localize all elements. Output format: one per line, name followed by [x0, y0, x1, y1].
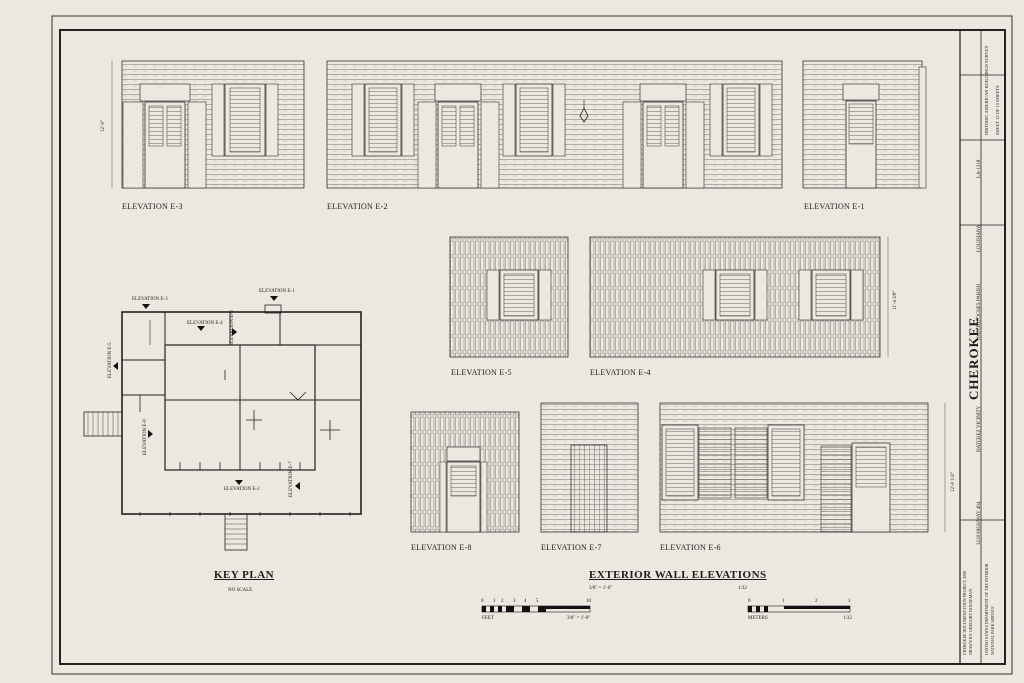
project-credit: CHEROKEE DOCUMENTATION PROJECT, 2006	[962, 570, 967, 655]
exterior-wall-elevations-title: EXTERIOR WALL ELEVATIONS	[589, 569, 767, 581]
drawn-by: DRAWN BY: GREGORY HOLDEMAN	[968, 589, 973, 655]
e3-height-dimension: 12'-0"	[101, 119, 106, 132]
location-line-2: NATCHITOCHES PARISH	[977, 283, 982, 340]
key-plan-tag-e5: ELEVATION E-5	[108, 342, 113, 378]
metric-unit-label: METERS	[748, 616, 768, 621]
key-plan-tag-e6: ELEVATION E-6	[230, 310, 235, 346]
elevation-e7-label: ELEVATION E-7	[541, 543, 602, 552]
imperial-ratio-top: 3/8" = 1'-0"	[589, 586, 613, 591]
location-line-1: NATCHEZ VICINITY	[977, 405, 982, 452]
outer-border	[51, 15, 1013, 675]
elevation-e2-drawing	[326, 60, 783, 189]
metric-scale-bar	[747, 605, 851, 613]
inner-border	[59, 29, 1006, 665]
elevation-e3-label: ELEVATION E-3	[122, 202, 183, 211]
imperial-tick-10: 10	[586, 599, 591, 604]
elevation-e6-drawing	[659, 402, 946, 533]
e6-height-dimension: 12'-0 1/4"	[951, 472, 956, 492]
key-plan-tag-e4: ELEVATION E-4	[187, 321, 223, 326]
survey-number: LA-1318	[977, 159, 982, 178]
imperial-ratio-bottom: 3/8" = 1'-0"	[567, 616, 591, 621]
sheet-info: SHEET 12 OF 15 SHEETS	[995, 85, 1000, 135]
metric-tick-3: 3	[848, 599, 851, 604]
key-plan-markers	[113, 296, 300, 490]
agency-line-2: NATIONAL PARK SERVICE	[990, 606, 995, 655]
metric-tick-0: 0	[748, 599, 751, 604]
imperial-tick-0: 0	[481, 599, 484, 604]
imperial-tick-3: 3	[513, 599, 516, 604]
e4-height-dimension: 11'-4 3/8"	[893, 290, 898, 310]
imperial-unit-label: FEET	[482, 616, 494, 621]
key-plan-tag-e3: ELEVATION E-3	[132, 297, 168, 302]
metric-ratio-top: 1:32	[738, 586, 747, 591]
key-plan-tag-e7: ELEVATION E-7	[289, 461, 294, 497]
key-plan-title: KEY PLAN	[214, 569, 275, 581]
elevation-e4-drawing	[589, 236, 889, 358]
location-line-3: 3218 HIGHWAY 494	[977, 501, 982, 545]
imperial-tick-1: 1	[493, 599, 496, 604]
imperial-tick-4: 4	[524, 599, 527, 604]
key-plan-tag-e8: ELEVATION E-8	[143, 419, 148, 455]
elevation-e7-drawing	[540, 402, 639, 533]
metric-tick-1: 1	[782, 599, 785, 604]
elevation-e3-drawing	[111, 60, 305, 189]
key-plan-tag-e2: ELEVATION E-2	[224, 487, 260, 492]
metric-ratio-bottom: 1:32	[843, 616, 852, 621]
imperial-tick-5: 5	[536, 599, 539, 604]
elevation-e4-label: ELEVATION E-4	[590, 368, 651, 377]
key-plan-scale-note: NO SCALE	[228, 588, 253, 593]
elevation-e5-label: ELEVATION E-5	[451, 368, 512, 377]
agency-line-1: UNITED STATES DEPARTMENT OF THE INTERIOR	[984, 563, 989, 655]
key-plan-drawing	[83, 304, 362, 551]
elevation-e6-label: ELEVATION E-6	[660, 543, 721, 552]
state-label: LOUISIANA	[977, 224, 982, 252]
elevation-e1-drawing	[802, 60, 927, 189]
elevation-e8-drawing	[410, 411, 520, 533]
imperial-scale-bar	[481, 605, 591, 613]
elevation-e5-drawing	[449, 236, 569, 358]
key-plan-tag-e1: ELEVATION E-1	[259, 289, 295, 294]
metric-tick-2: 2	[815, 599, 818, 604]
elevation-e1-label: ELEVATION E-1	[804, 202, 865, 211]
elevation-e2-label: ELEVATION E-2	[327, 202, 388, 211]
imperial-tick-2: 2	[501, 599, 504, 604]
survey-name: HISTORIC AMERICAN BUILDINGS SURVEY	[984, 45, 989, 135]
elevation-e8-label: ELEVATION E-8	[411, 543, 472, 552]
